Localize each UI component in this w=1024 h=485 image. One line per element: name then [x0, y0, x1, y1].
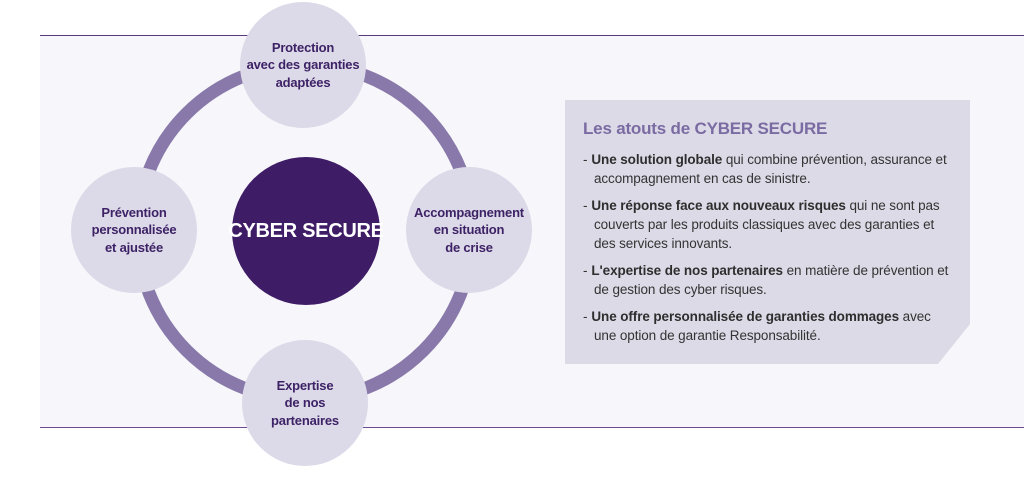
node-accompagnement: Accompagnement en situation de crise — [406, 167, 532, 293]
node-expertise-label: Expertise de nos partenaires — [271, 378, 339, 428]
bullet-dash: - — [583, 263, 588, 278]
benefit-item-text: avec une option de garantie Responsabili… — [594, 309, 931, 343]
node-prevention: Prévention personnalisée et ajustée — [71, 167, 197, 293]
node-accompagnement-label: Accompagnement en situation de crise — [414, 205, 524, 255]
bullet-dash: - — [583, 152, 588, 167]
node-expertise: Expertise de nos partenaires — [242, 340, 368, 466]
benefits-panel: Les atouts de CYBER SECURE -Une solution… — [565, 100, 970, 364]
benefit-item-lead: Une offre personnalisée de garanties dom… — [591, 309, 900, 324]
benefit-item-text: en matière de prévention et de gestion d… — [594, 263, 949, 297]
bullet-dash: - — [583, 198, 588, 213]
node-protection: Protection avec des garanties adaptées — [240, 2, 366, 128]
benefits-panel-title: Les atouts de CYBER SECURE — [583, 119, 828, 138]
node-prevention-label: Prévention personnalisée et ajustée — [91, 205, 177, 255]
hub-circle: CYBER SECURE — [228, 157, 384, 305]
hub-label: CYBER SECURE — [228, 219, 384, 242]
bullet-dash: - — [583, 309, 588, 324]
node-protection-label: Protection avec des garanties adaptées — [246, 40, 360, 90]
benefit-item-text: qui ne sont pas couverts par les produit… — [594, 198, 940, 251]
benefit-item: -Une solution globale qui combine préven… — [583, 150, 952, 188]
benefit-item: -L'expertise de nos partenaires en matiè… — [583, 261, 952, 299]
benefit-item-text: qui combine prévention, assurance et acc… — [594, 152, 947, 186]
benefit-item: -Une réponse face aux nouveaux risques q… — [583, 196, 952, 253]
benefit-item: -Une offre personnalisée de garanties do… — [583, 307, 952, 345]
benefit-item-lead: L'expertise de nos partenaires — [591, 263, 783, 278]
benefit-item-lead: Une réponse face aux nouveaux risques — [591, 198, 846, 213]
benefit-item-lead: Une solution globale — [591, 152, 723, 167]
